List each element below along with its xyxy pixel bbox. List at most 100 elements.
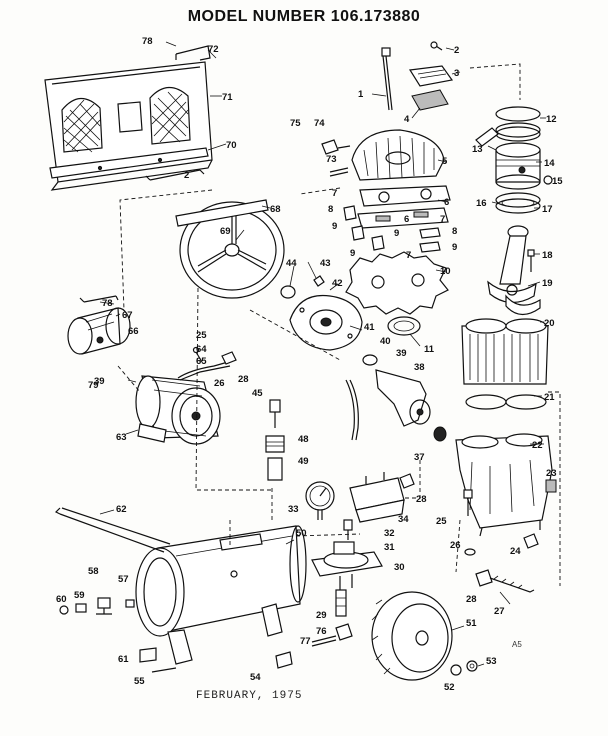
oil-plug [545,479,557,493]
label-8a: 8 [328,204,333,215]
intake-elbow [321,139,351,177]
label-60: 60 [56,594,67,605]
label-61: 61 [118,654,129,665]
label-7a: 7 [332,188,337,199]
label-38: 38 [414,362,425,373]
valve-plate-top [408,65,454,87]
piston-ring-top [495,106,541,122]
label-30: 30 [394,562,405,573]
drain-bushing [75,603,87,613]
label-12: 12 [546,114,557,125]
flywheel [175,199,285,299]
wrist-pin [475,127,499,147]
check-valve [265,435,285,481]
safety-valve [335,589,347,617]
crankshaft [375,369,431,427]
label-72: 72 [208,44,219,55]
label-39b: 39 [94,376,105,387]
leader-lines [99,41,546,667]
label-3: 3 [454,68,459,79]
label-23: 23 [546,468,557,479]
label-26a: 26 [214,378,225,389]
assembly-lines [117,63,561,586]
motor-pulley [67,307,131,355]
label-33: 33 [288,504,299,515]
drain-nipple [125,599,135,608]
label-37: 37 [414,452,425,463]
label-65: 65 [196,356,207,367]
switch-fitting [399,473,415,489]
drain-plug [523,533,539,549]
label-53: 53 [486,656,497,667]
label-25a: 25 [196,330,207,341]
label-77: 77 [300,636,311,647]
valve-reed [411,89,449,111]
label-20: 20 [544,318,555,329]
label-68: 68 [270,204,281,215]
elbow-fitting [335,623,353,641]
pulley-setscrew [79,295,119,303]
valve-plate [357,207,449,229]
label-51: 51 [466,618,477,629]
crankcase [455,433,553,537]
label-18: 18 [542,250,553,261]
label-22: 22 [532,440,543,451]
drain-cock [96,597,112,615]
tank-foot [275,651,293,669]
intake-valve-plate [345,251,449,315]
piston [495,142,541,190]
connecting-rod-rings [495,192,541,214]
unloader-valve [343,519,353,540]
cord-clamp [221,351,237,365]
label-9b: 9 [394,228,399,239]
label-39a: 39 [396,348,407,359]
motor-cord [177,361,229,379]
label-79: 79 [88,380,99,391]
breather-fitting [475,569,535,593]
date-footer: FEBRUARY, 1975 [196,690,303,702]
label-31: 31 [384,542,395,553]
label-55: 55 [134,676,145,687]
label-78a: 78 [102,298,113,309]
label-34: 34 [398,514,409,525]
label-7b: 7 [440,214,445,225]
label-2b: 2 [184,170,189,181]
label-7c: 7 [406,250,411,261]
crank-seal [362,354,378,366]
label-27: 27 [494,606,505,617]
label-63: 63 [116,432,127,443]
label-45: 45 [252,388,263,399]
label-1: 1 [358,89,364,100]
hub-cap [450,664,462,676]
label-19: 19 [542,278,553,289]
crank-bearing [433,426,447,442]
rod-cap [505,294,541,316]
label-28a: 28 [238,374,249,385]
label-9d: 9 [350,248,355,259]
label-6b: 6 [404,214,409,225]
label-5: 5 [442,156,448,167]
label-16: 16 [476,198,487,209]
handle [54,507,171,553]
electric-motor [135,365,231,445]
label-69: 69 [220,226,231,237]
label-76: 76 [316,626,327,637]
axle-nut [466,660,478,672]
label-15: 15 [552,176,563,187]
wrist-pin-clip [543,175,553,185]
label-54: 54 [250,672,261,683]
shaft-key [313,275,325,287]
label-52: 52 [444,682,455,693]
screw-small [430,41,443,51]
label-24: 24 [510,546,521,557]
label-9a: 9 [332,221,337,232]
label-6a: 6 [444,197,449,208]
part-labels: 1 2 3 4 5 6 6 7 7 7 8 8 9 9 9 9 10 11 12… [56,36,563,693]
label-25b: 25 [436,516,447,527]
discharge-fitting [269,399,281,428]
head-bolt [381,47,393,111]
cylinder [461,318,549,385]
cylinder-head [351,129,445,181]
label-28c: 28 [466,594,477,605]
